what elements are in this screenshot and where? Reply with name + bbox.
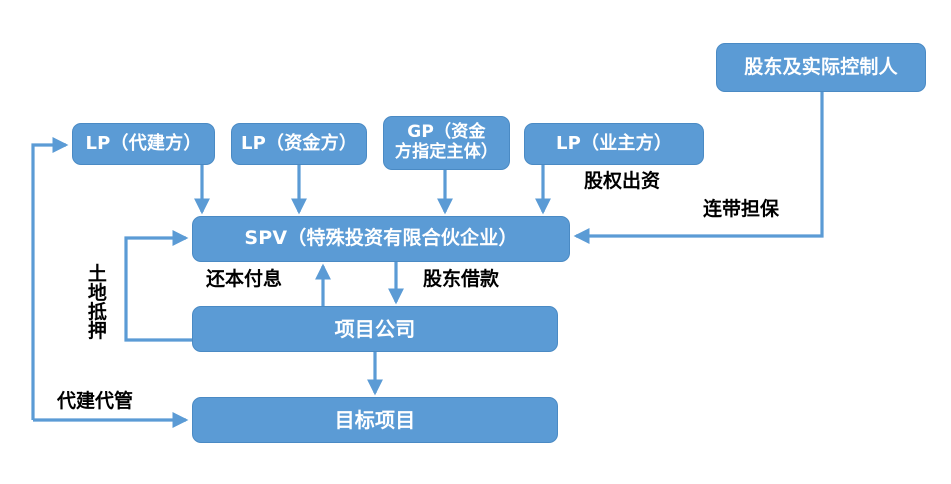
edge-construction-management	[31, 137, 69, 420]
node-lp-funder-label: LP（资金方）	[240, 132, 358, 154]
edge-land-mortgage	[124, 230, 192, 342]
node-project-company[interactable]: 项目公司	[192, 306, 558, 352]
node-target-project[interactable]: 目标项目	[192, 397, 558, 443]
label-land-mortgage-c1: 地	[87, 282, 107, 304]
node-project-company-label: 项目公司	[334, 316, 416, 341]
node-lp-funder[interactable]: LP（资金方）	[231, 123, 367, 165]
node-spv[interactable]: SPV（特殊投资有限合伙企业）	[192, 216, 570, 262]
label-land-mortgage-c3: 押	[87, 320, 107, 342]
label-land-mortgage-c0: 土	[87, 263, 107, 285]
label-construction-management: 代建代管	[57, 390, 134, 412]
node-lp-owner-label: LP（业主方）	[555, 132, 673, 154]
node-gp-label: GP（资金 方指定主体）	[394, 122, 499, 162]
node-gp[interactable]: GP（资金 方指定主体）	[383, 116, 510, 170]
node-lp-owner[interactable]: LP（业主方）	[524, 123, 704, 165]
node-shareholder[interactable]: 股东及实际控制人	[716, 43, 926, 92]
label-land-mortgage-c2: 抵	[87, 301, 107, 323]
node-lp-builder[interactable]: LP（代建方）	[72, 123, 215, 165]
label-land-mortgage: 土 地 抵 押	[86, 265, 109, 341]
label-principal-interest: 还本付息	[206, 268, 283, 290]
node-target-project-label: 目标项目	[334, 407, 416, 432]
label-equity-contribution: 股权出资	[584, 170, 661, 192]
node-shareholder-label: 股东及实际控制人	[744, 55, 898, 78]
node-lp-builder-label: LP（代建方）	[85, 132, 202, 154]
node-spv-label: SPV（特殊投资有限合伙企业）	[244, 227, 518, 250]
label-shareholder-loan: 股东借款	[423, 268, 500, 290]
label-joint-guarantee: 连带担保	[703, 198, 780, 220]
